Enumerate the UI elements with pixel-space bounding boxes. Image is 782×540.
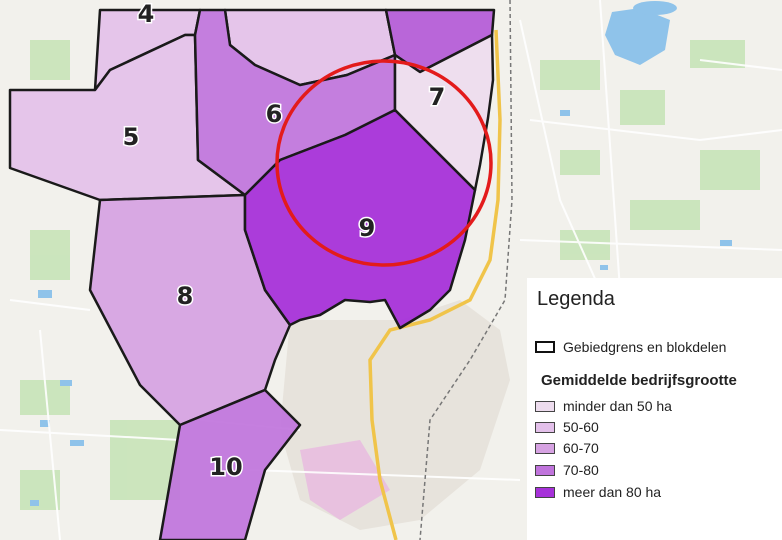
- block-label-8: 8: [177, 282, 194, 310]
- legend-item-label: meer dan 80 ha: [563, 484, 662, 500]
- legend-item-label: minder dan 50 ha: [563, 398, 672, 414]
- basemap-major-road: [368, 29, 502, 540]
- legend-item-label: 60-70: [563, 440, 599, 456]
- legend-subtitle: Gemiddelde bedrijfsgrootte: [541, 372, 737, 389]
- legend-item: 50-60: [535, 419, 599, 435]
- legend-panel: Legenda Gebiedgrens en blokdelen Gemidde…: [527, 278, 782, 540]
- legend-swatch: [535, 421, 555, 433]
- legend-item: meer dan 80 ha: [535, 484, 661, 500]
- legend-title: Legenda: [537, 288, 615, 310]
- block-label-5: 5: [123, 123, 140, 151]
- legend-boundary-row: Gebiedgrens en blokdelen: [535, 339, 726, 355]
- highlight-circle: [275, 59, 493, 267]
- legend-item-label: 50-60: [563, 419, 599, 435]
- block-layer: [8, 8, 496, 540]
- legend-item: minder dan 50 ha: [535, 398, 672, 414]
- legend-swatch: [535, 442, 555, 454]
- block-7[interactable]: [393, 33, 495, 192]
- legend-swatch: [535, 464, 555, 476]
- legend-swatch: [535, 486, 555, 498]
- legend-item: 60-70: [535, 440, 599, 456]
- block-9[interactable]: [243, 108, 477, 330]
- boundary-swatch: [535, 341, 555, 353]
- legend-item: 70-80: [535, 462, 599, 478]
- block-label-7: 7: [429, 83, 446, 111]
- block-label-6: 6: [266, 100, 283, 128]
- block-label-9: 9: [359, 214, 376, 242]
- block-label-10: 10: [209, 453, 242, 481]
- legend-swatch: [535, 400, 555, 412]
- block-10[interactable]: [158, 388, 302, 540]
- block-labels: 4 5 6 7 8 9 10: [121, 0, 447, 483]
- block-label-4: 4: [138, 0, 155, 28]
- legend-item-label: 70-80: [563, 462, 599, 478]
- basemap-water: [30, 1, 732, 506]
- legend-boundary-label: Gebiedgrens en blokdelen: [563, 339, 727, 355]
